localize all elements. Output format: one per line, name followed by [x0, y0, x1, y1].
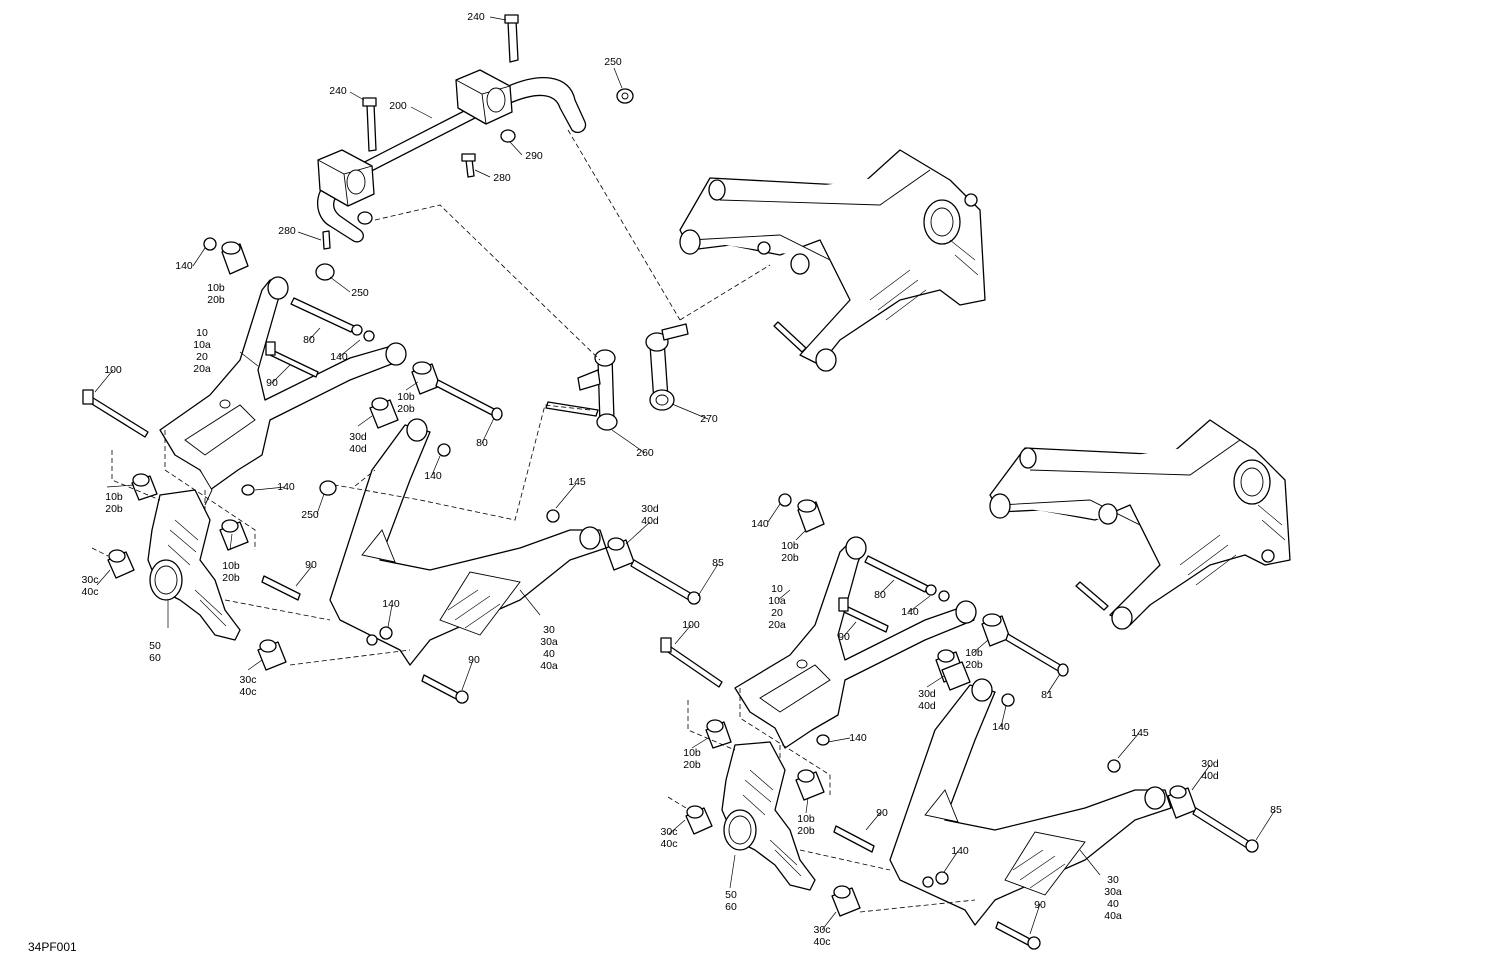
callout-90: 90 [305, 559, 317, 571]
callout-30c-40c: 30c 40c [81, 574, 99, 598]
callout-240: 240 [329, 85, 347, 97]
callout-10b-20b: 10b 20b [965, 647, 983, 671]
callout-90: 90 [838, 631, 850, 643]
left-upper-a-arm [82, 237, 503, 506]
callout-90: 90 [468, 654, 480, 666]
callout-240: 240 [467, 11, 485, 23]
callout-140: 140 [330, 351, 348, 363]
callout-280: 280 [278, 225, 296, 237]
callout-50-60: 50 60 [149, 640, 161, 664]
callout-140: 140 [175, 260, 193, 272]
callout-10b-20b: 10b 20b [222, 560, 240, 584]
callout-250: 250 [351, 287, 369, 299]
callout-80: 80 [874, 589, 886, 601]
callout-30d-40d: 30d 40d [1201, 758, 1219, 782]
callout-200: 200 [389, 100, 407, 112]
callout-10b-20b: 10b 20b [781, 540, 799, 564]
callout-145: 145 [1131, 727, 1149, 739]
callout-140: 140 [992, 721, 1010, 733]
callout-80: 80 [303, 334, 315, 346]
callout-30d-40d: 30d 40d [918, 688, 936, 712]
right-upper-a-arm [660, 493, 1069, 749]
assembly-lines [91, 129, 976, 913]
callout-260: 260 [636, 447, 654, 459]
callout-10b-20b: 10b 20b [797, 813, 815, 837]
leader-lines [94, 16, 1276, 935]
callout-250: 250 [604, 56, 622, 68]
callout-30c-40c: 30c 40c [813, 924, 831, 948]
callout-140: 140 [277, 481, 295, 493]
callout-30d-40d: 30d 40d [349, 431, 367, 455]
assembled-suspension-top [679, 149, 986, 372]
sway-bar-assembly [315, 14, 634, 281]
callout-140: 140 [901, 606, 919, 618]
callout-140: 140 [951, 845, 969, 857]
callout-10-10a-20-20a: 10 10a 20 20a [193, 327, 211, 375]
callout-90: 90 [876, 807, 888, 819]
left-knuckle [107, 473, 287, 671]
callout-81: 81 [1041, 689, 1053, 701]
callout-10b-20b: 10b 20b [105, 491, 123, 515]
assembled-suspension-middle [989, 419, 1291, 630]
figure-code: 34PF001 [28, 940, 77, 954]
callout-140: 140 [382, 598, 400, 610]
callout-90: 90 [1034, 899, 1046, 911]
callout-30d-40d: 30d 40d [641, 503, 659, 527]
callout-145: 145 [568, 476, 586, 488]
right-lower-a-arm [833, 661, 1259, 950]
left-lower-a-arm [261, 397, 701, 704]
sway-bar-links [545, 323, 689, 431]
callout-250: 250 [301, 509, 319, 521]
callout-50-60: 50 60 [725, 889, 737, 913]
callout-100: 100 [682, 619, 700, 631]
callout-10-10a-20-20a: 10 10a 20 20a [768, 583, 786, 631]
callout-80: 80 [476, 437, 488, 449]
callout-140: 140 [424, 470, 442, 482]
callout-10b-20b: 10b 20b [397, 391, 415, 415]
callout-85: 85 [712, 557, 724, 569]
callout-280: 280 [493, 172, 511, 184]
callout-10b-20b: 10b 20b [207, 282, 225, 306]
callout-30c-40c: 30c 40c [239, 674, 257, 698]
callout-30-30a-40-40a: 30 30a 40 40a [1104, 874, 1122, 922]
callout-290: 290 [525, 150, 543, 162]
callout-140: 140 [849, 732, 867, 744]
callout-270: 270 [700, 413, 718, 425]
callout-140: 140 [751, 518, 769, 530]
callout-85: 85 [1270, 804, 1282, 816]
callout-30c-40c: 30c 40c [660, 826, 678, 850]
callout-30-30a-40-40a: 30 30a 40 40a [540, 624, 558, 672]
callout-90: 90 [266, 377, 278, 389]
right-knuckle [685, 719, 861, 917]
callout-100: 100 [104, 364, 122, 376]
callout-10b-20b: 10b 20b [683, 747, 701, 771]
